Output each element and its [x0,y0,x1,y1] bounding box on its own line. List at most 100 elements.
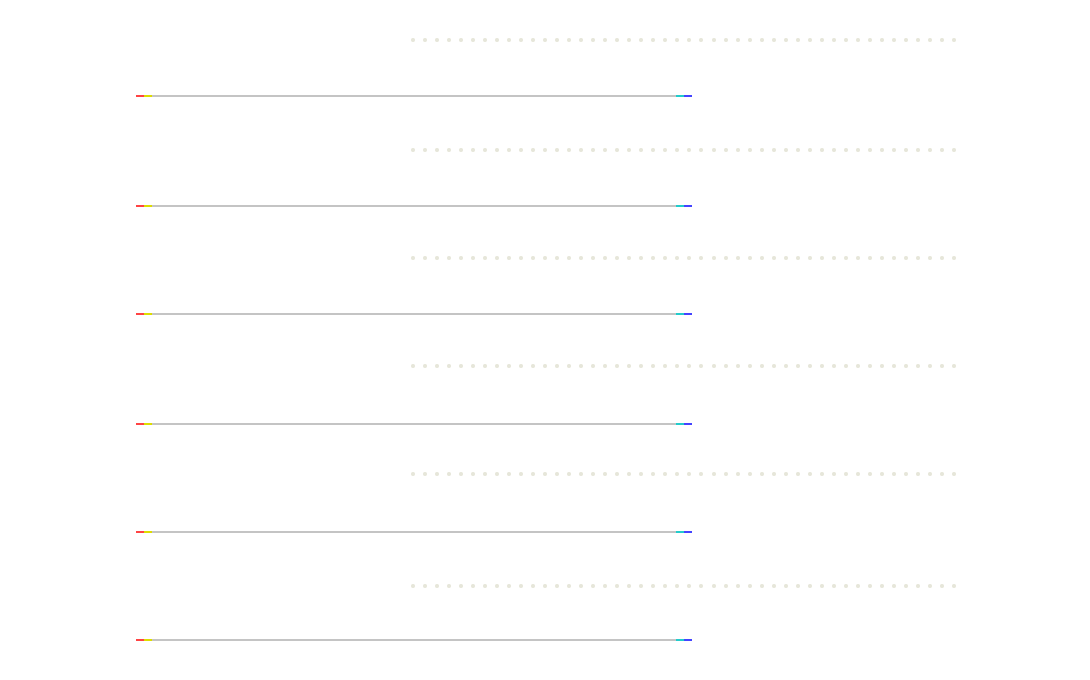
gray-segment [152,423,676,425]
dot [519,38,524,42]
dot [891,148,896,152]
dot [807,472,812,476]
dot [615,256,620,260]
yellow-segment [144,95,152,97]
blue-segment [684,423,692,425]
dot [747,256,752,260]
dot [735,256,740,260]
cyan-segment [676,531,684,533]
dot [711,148,716,152]
dotted-row [411,584,959,588]
dot [471,256,476,260]
dot [519,256,524,260]
dot [663,148,668,152]
dot [555,38,560,42]
dot [879,256,884,260]
dot [543,472,548,476]
dot [591,256,596,260]
dot [927,256,932,260]
dot [663,364,668,368]
dot [951,584,956,588]
dot [699,472,704,476]
dot [675,148,680,152]
gradient-ended-line [136,639,692,641]
dot [939,472,944,476]
dot [771,256,776,260]
dot [663,472,668,476]
dot [843,472,848,476]
dot [531,584,536,588]
dot [879,38,884,42]
yellow-segment [144,205,152,207]
dot [819,38,824,42]
dot [603,472,608,476]
dot [915,472,920,476]
dot [723,38,728,42]
dot [711,584,716,588]
dot [687,364,692,368]
dot [471,148,476,152]
dot [687,148,692,152]
dot [675,364,680,368]
dot [423,38,428,42]
dot [627,148,632,152]
dot [567,584,572,588]
dot [879,584,884,588]
dot [675,472,680,476]
dot [675,256,680,260]
dot [795,148,800,152]
dot [795,472,800,476]
dot [795,38,800,42]
dot [915,584,920,588]
dot [627,256,632,260]
dot [843,38,848,42]
dot [531,148,536,152]
dot [939,38,944,42]
dot [687,256,692,260]
dot [807,364,812,368]
dot [855,256,860,260]
dot [771,38,776,42]
dot [927,38,932,42]
dot [951,38,956,42]
dot [459,38,464,42]
dot [483,584,488,588]
dot [483,148,488,152]
dot [615,38,620,42]
dot [567,38,572,42]
dot [447,584,452,588]
dot [555,148,560,152]
dot [891,584,896,588]
dot [591,364,596,368]
dot [543,364,548,368]
dot [927,584,932,588]
dot [579,148,584,152]
dot [939,148,944,152]
dot [891,364,896,368]
dot [819,148,824,152]
cyan-segment [676,205,684,207]
dot [759,38,764,42]
dot [915,38,920,42]
dot [555,256,560,260]
dot [939,584,944,588]
dot [627,584,632,588]
dot [699,148,704,152]
red-segment [136,639,144,641]
dot [807,148,812,152]
dot [471,38,476,42]
dot [735,584,740,588]
dot [603,148,608,152]
dot [747,584,752,588]
dot [651,364,656,368]
dot [495,38,500,42]
dot [747,364,752,368]
dot [447,256,452,260]
dot [675,584,680,588]
dot [507,472,512,476]
dot [435,584,440,588]
dot [519,584,524,588]
dot [927,148,932,152]
dot [855,148,860,152]
dot [471,364,476,368]
